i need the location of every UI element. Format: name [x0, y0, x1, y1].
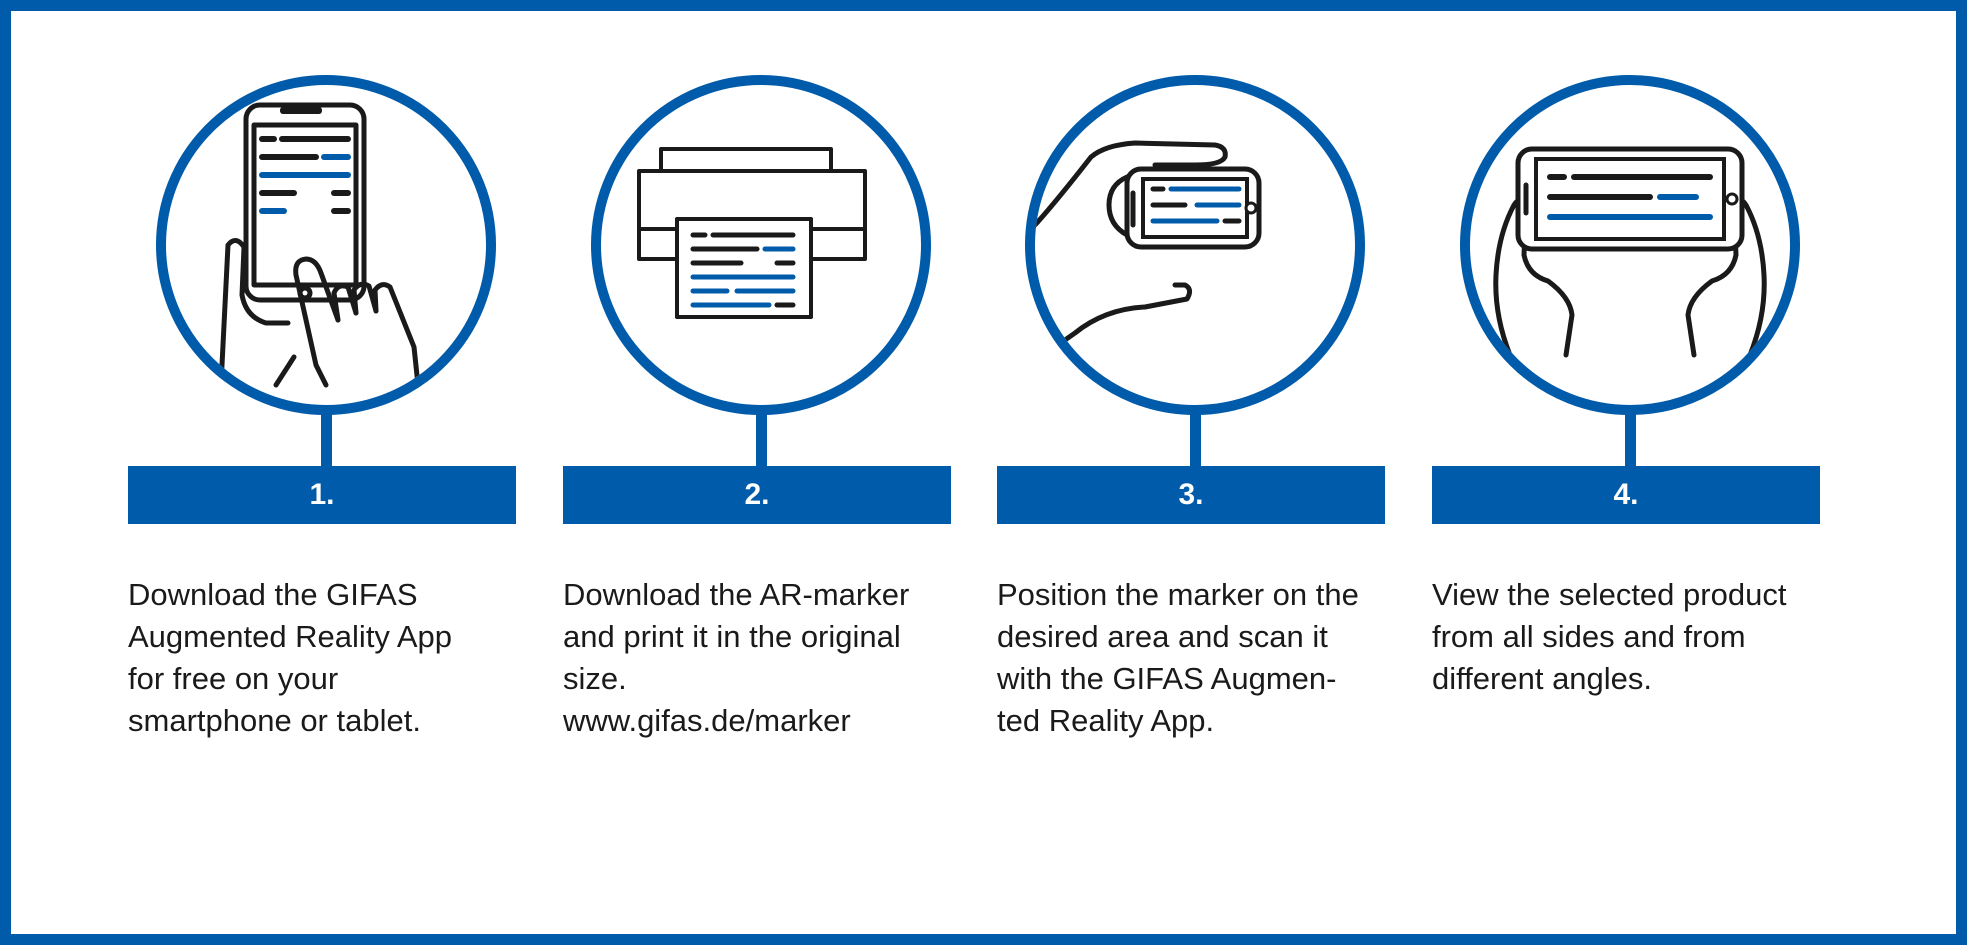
step-2-circle [591, 75, 931, 415]
step-3: 3. Position the marker on the desired ar… [997, 0, 1387, 945]
description-line: size. [563, 661, 627, 696]
step-4-circle [1460, 75, 1800, 415]
step-1-circle [156, 75, 496, 415]
description-line: Augmented Reality App [128, 619, 452, 654]
step-1: 1. Download the GIFAS Augmented Reality … [128, 0, 518, 945]
step-2-number: 2. [563, 466, 951, 524]
description-line: for free on your [128, 661, 339, 696]
hand-tapping-smartphone-icon [218, 102, 421, 388]
description-line: Download the AR-marker [563, 577, 910, 612]
step-1-number: 1. [128, 466, 516, 524]
step-2-connector [756, 414, 767, 466]
description-line: Download the GIFAS [128, 577, 418, 612]
step-3-number: 3. [997, 466, 1385, 524]
description-line: www.gifas.de/marker [563, 703, 851, 738]
step-4-connector [1625, 414, 1636, 466]
description-line: desired area and scan it [997, 619, 1328, 654]
description-line: with the GIFAS Augmen- [997, 661, 1337, 696]
step-4-number: 4. [1432, 466, 1820, 524]
step-2: 2. Download the AR-marker and print it i… [563, 0, 953, 945]
step-2-description: Download the AR-marker and print it in t… [563, 574, 953, 742]
printer-icon [637, 147, 867, 319]
description-line: smartphone or tablet. [128, 703, 421, 738]
hands-holding-tablet-icon [1493, 146, 1767, 358]
step-3-circle [1025, 75, 1365, 415]
step-3-description: Position the marker on the desired area … [997, 574, 1387, 742]
hand-holding-phone-icon [1035, 140, 1262, 350]
description-line: from all sides and from [1432, 619, 1746, 654]
description-line: ted Reality App. [997, 703, 1215, 738]
step-3-connector [1190, 414, 1201, 466]
step-1-description: Download the GIFAS Augmented Reality App… [128, 574, 518, 742]
step-1-connector [321, 414, 332, 466]
description-line: and print it in the original [563, 619, 901, 654]
description-line: View the selected product [1432, 577, 1787, 612]
step-4: 4. View the selected product from all si… [1432, 0, 1822, 945]
description-line: Position the marker on the [997, 577, 1359, 612]
step-4-description: View the selected product from all sides… [1432, 574, 1822, 700]
description-line: different angles. [1432, 661, 1653, 696]
